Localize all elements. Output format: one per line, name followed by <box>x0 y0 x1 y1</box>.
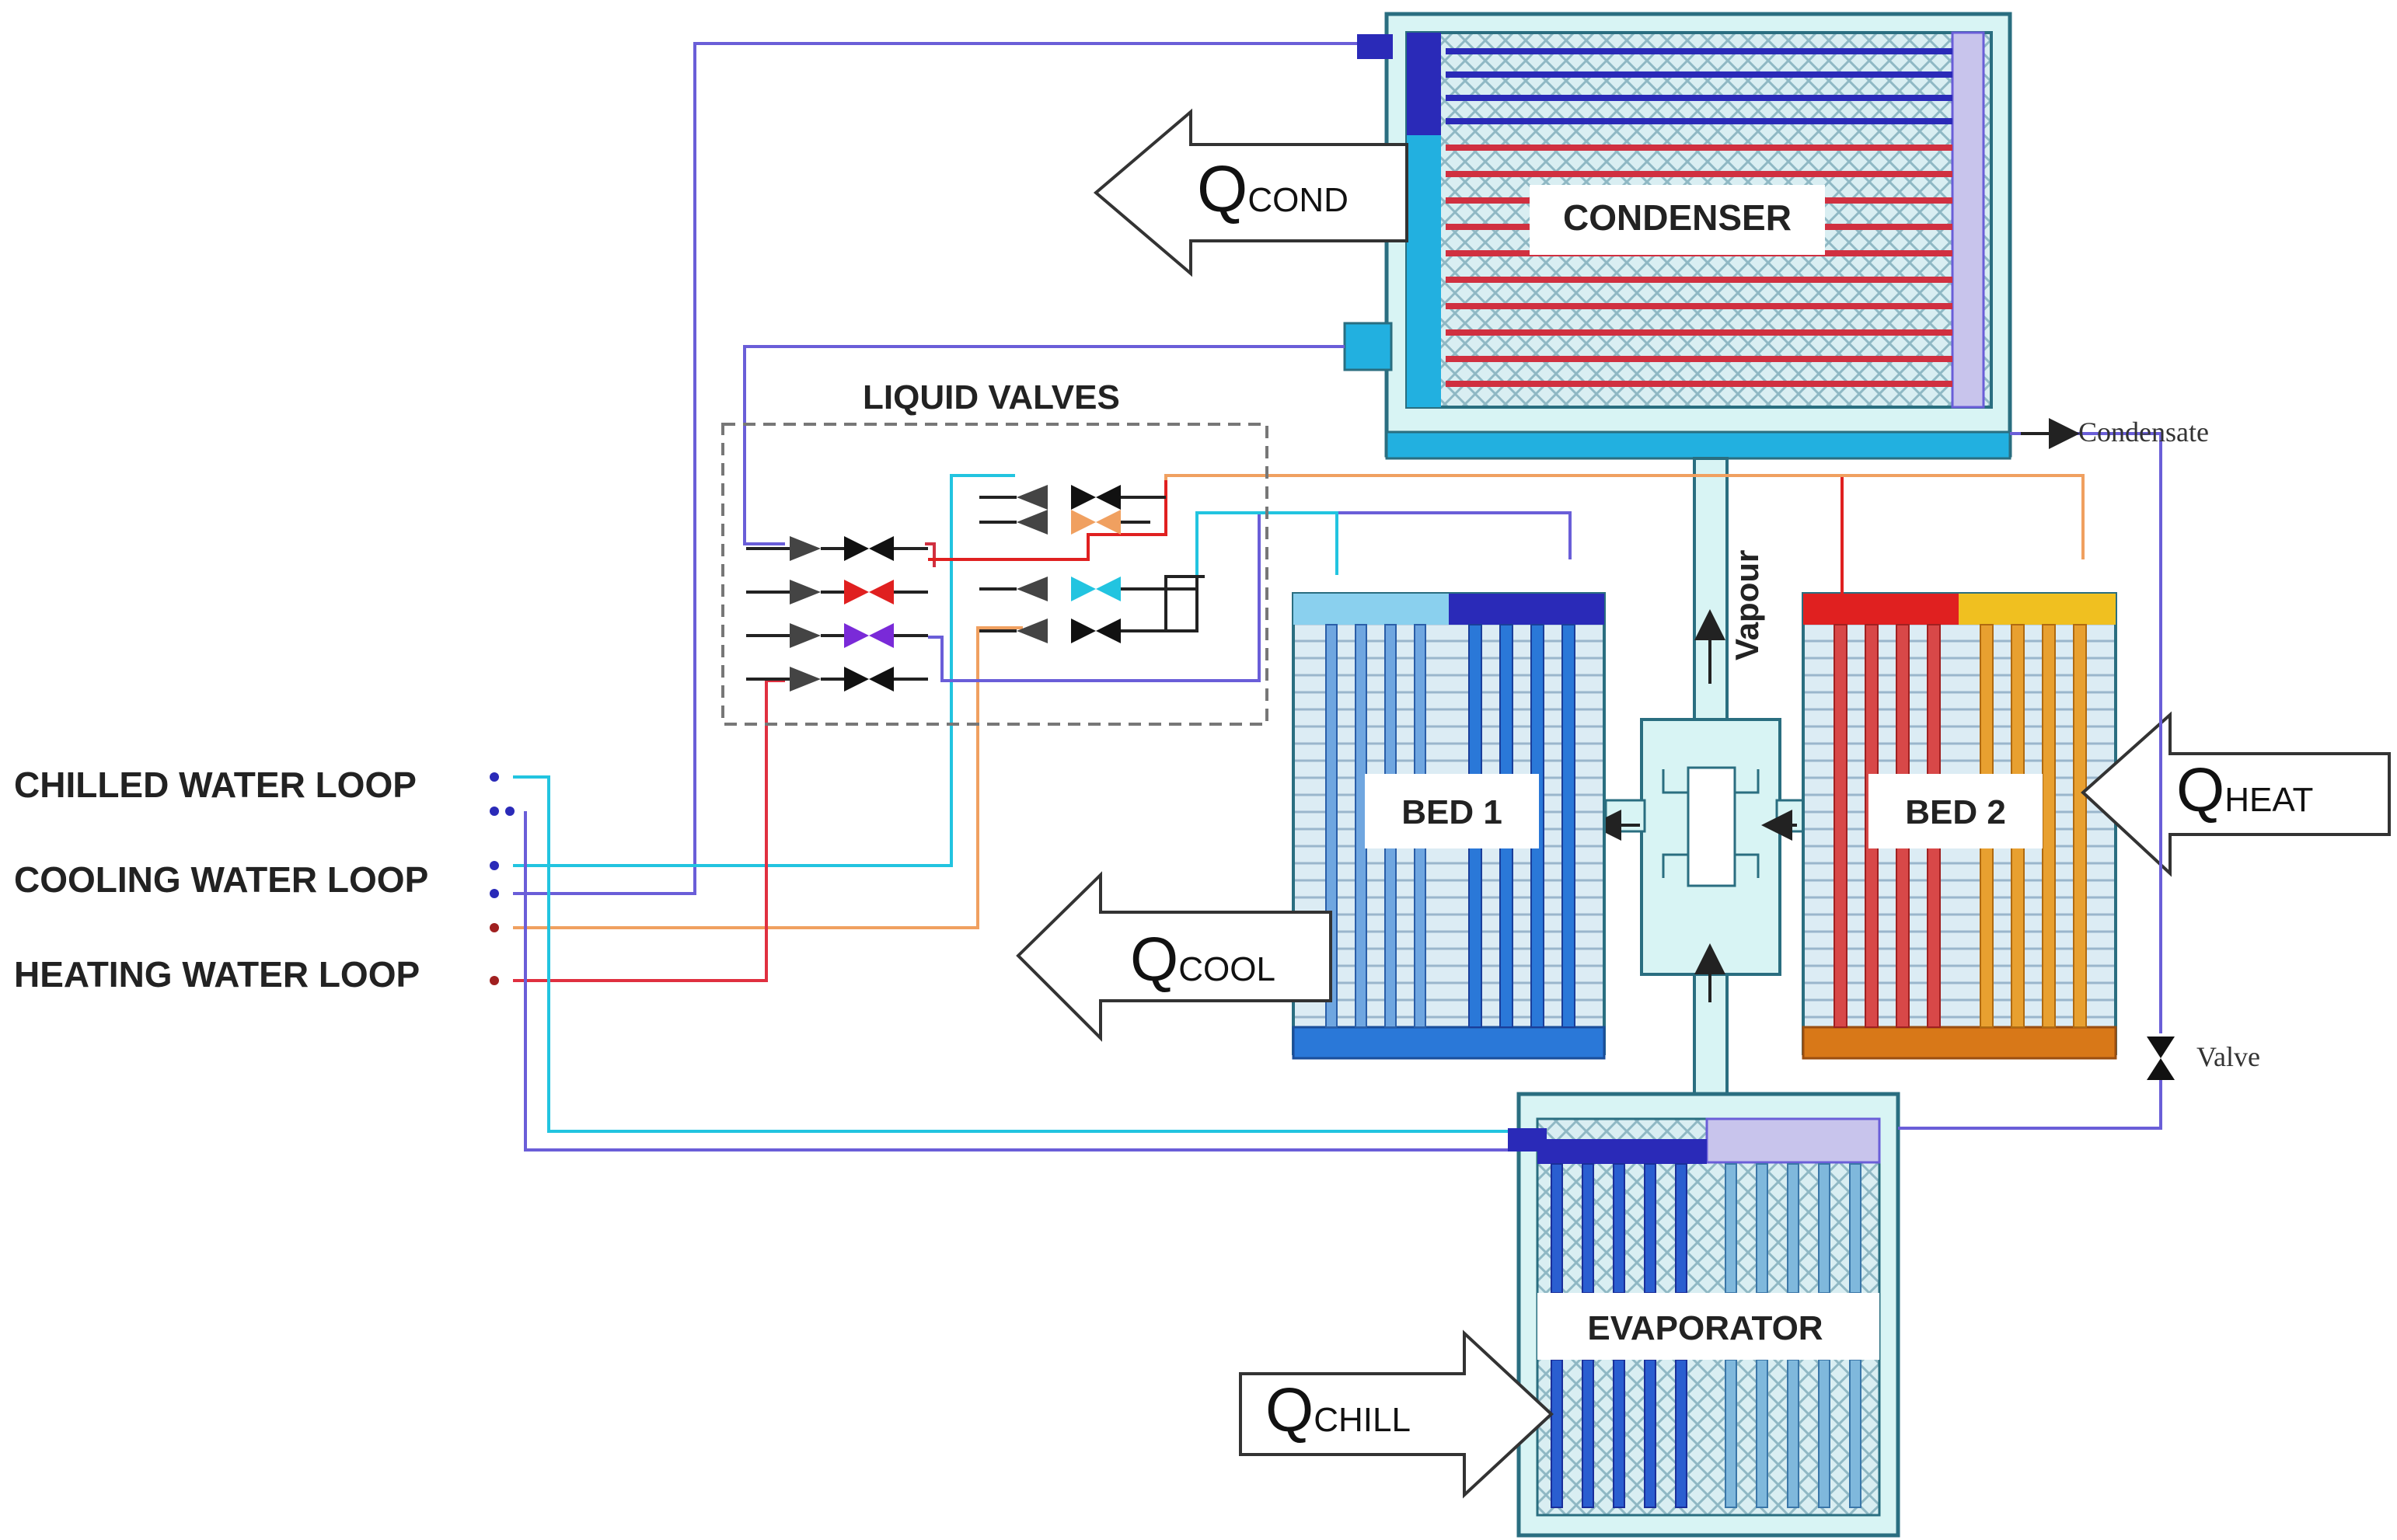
heating-water-loop-label: HEATING WATER LOOP <box>14 954 420 995</box>
valve-icon[interactable] <box>844 623 894 648</box>
valve-icon[interactable] <box>2147 1037 2175 1080</box>
valve-icon[interactable] <box>1071 577 1121 601</box>
valve-icon[interactable] <box>1071 618 1121 643</box>
liquid-valves-group: LIQUID VALVES <box>721 378 1268 726</box>
condensate-label: Condensate <box>2078 416 2209 448</box>
check-valve-icon <box>790 667 821 692</box>
q-cool-arrow: QCOOL <box>1016 871 1332 1042</box>
check-valve-icon <box>1017 577 1048 601</box>
valve-bank-right <box>1071 485 1121 643</box>
bed-2-label: BED 2 <box>1905 793 2006 831</box>
check-valve-icon <box>790 580 821 605</box>
q-chill-arrow: QCHILL <box>1239 1329 1554 1499</box>
bed-2: BED 2 <box>1802 592 2117 1060</box>
q-heat-arrow: QHEAT <box>2081 711 2391 877</box>
evaporator-label: EVAPORATOR <box>1587 1309 1823 1347</box>
cooling-water-loop-label: COOLING WATER LOOP <box>14 859 428 900</box>
check-valve-icon <box>1017 485 1048 510</box>
check-valve-icon <box>790 536 821 561</box>
evaporator: EVAPORATOR <box>1508 1092 1900 1538</box>
chilled-water-loop-label: CHILLED WATER LOOP <box>14 765 417 805</box>
q-cool-label: QCOOL <box>1130 925 1275 994</box>
q-heat-label: QHEAT <box>2176 755 2313 824</box>
valve-bank-left <box>844 536 894 692</box>
valve-icon[interactable] <box>1071 485 1121 510</box>
check-valve-icon <box>790 623 821 648</box>
valve-icon[interactable] <box>1071 510 1121 535</box>
valve-icon[interactable] <box>844 536 894 561</box>
q-chill-label: QCHILL <box>1265 1375 1411 1444</box>
bed-1: BED 1 <box>1292 592 1606 1060</box>
loop-terminals <box>490 772 515 985</box>
liquid-valves-label: LIQUID VALVES <box>863 378 1120 416</box>
piping <box>513 42 2162 1152</box>
q-cond-label: QCOND <box>1197 152 1349 225</box>
check-valve-icon <box>1017 510 1048 535</box>
vapour-duct: Vapour <box>1590 457 1817 1097</box>
valve-label: Valve <box>2196 1041 2260 1072</box>
vapour-label: Vapour <box>1729 550 1765 660</box>
check-valve-icon <box>1017 618 1048 643</box>
condenser-label: CONDENSER <box>1563 197 1792 238</box>
condenser: CONDENSER <box>1343 12 2012 460</box>
valve-icon[interactable] <box>844 667 894 692</box>
bed-1-label: BED 1 <box>1401 793 1502 831</box>
q-cond-arrow: QCOND <box>1093 108 1408 277</box>
valve-icon[interactable] <box>844 580 894 605</box>
